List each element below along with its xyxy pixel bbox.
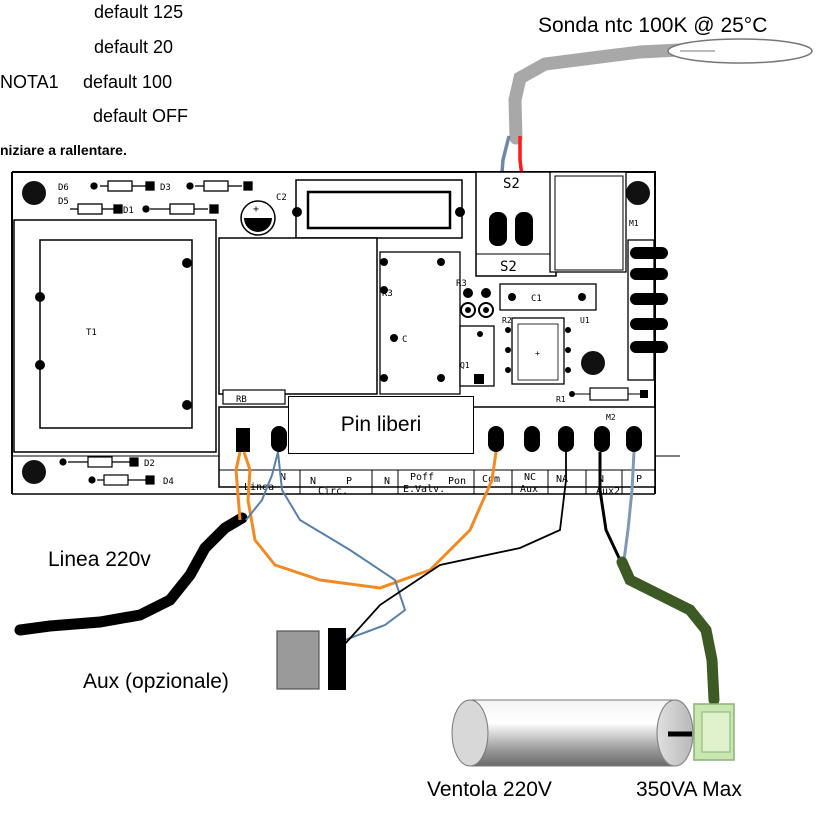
label-s2: S2 bbox=[500, 259, 517, 275]
blue-wire-fan bbox=[622, 451, 636, 561]
note-line-3-prefix: NOTA1 bbox=[0, 72, 59, 92]
transistor-q1 bbox=[459, 325, 495, 387]
label-k3: K3 bbox=[382, 289, 393, 299]
mounting-hole-tr bbox=[626, 181, 650, 205]
free-pins-label: Pin liberi bbox=[340, 413, 422, 436]
probe-cable bbox=[508, 43, 687, 145]
terminal-linea-screw bbox=[236, 428, 250, 452]
fan-power-label: 350VA Max bbox=[636, 778, 742, 801]
orange-wire-1 bbox=[234, 451, 242, 521]
term-circ: Circ. bbox=[318, 486, 348, 497]
term-aux1: Aux bbox=[520, 484, 538, 495]
free-pins-box: Pin liberi bbox=[288, 396, 474, 454]
connector-m1 bbox=[627, 239, 655, 381]
note-line-1: default 125 bbox=[94, 2, 184, 22]
black-wire-aux bbox=[334, 452, 567, 656]
term-p2: P bbox=[636, 474, 642, 485]
blue-wire-1 bbox=[245, 451, 279, 521]
label-s2-top: S2 bbox=[503, 176, 520, 192]
label-d6: D6 bbox=[58, 183, 69, 193]
label-r1: R1 bbox=[556, 395, 566, 404]
probe-label: Sonda ntc 100K @ 25°C bbox=[538, 14, 768, 37]
label-d5: D5 bbox=[58, 197, 69, 207]
line-220v-label: Linea 220v bbox=[48, 548, 151, 571]
chip-u1 bbox=[511, 317, 565, 385]
mounting-hole-tl bbox=[22, 181, 46, 205]
label-u1: U1 bbox=[580, 316, 590, 325]
term-aux2: Aux2 bbox=[596, 486, 620, 497]
relay-block bbox=[218, 237, 378, 395]
term-nc: NC bbox=[524, 472, 536, 483]
label-r3: R3 bbox=[456, 279, 467, 289]
label-r2: R2 bbox=[502, 316, 512, 325]
diodes-top bbox=[70, 180, 253, 215]
label-m1: M1 bbox=[629, 219, 639, 228]
orange-wire-2 bbox=[242, 451, 498, 590]
capacitor-c2 bbox=[240, 200, 276, 236]
note-line-5: niziare a rallentare. bbox=[0, 142, 127, 158]
aux-box bbox=[276, 630, 320, 690]
blue-wire-2 bbox=[277, 451, 407, 649]
label-c2: C2 bbox=[276, 193, 287, 203]
aux-label: Aux (opzionale) bbox=[83, 670, 229, 693]
label-d2: D2 bbox=[144, 459, 155, 469]
term-poff: Poff bbox=[410, 472, 434, 483]
term-na: NA bbox=[556, 474, 568, 485]
term-p1: P bbox=[346, 476, 352, 487]
label-d4: D4 bbox=[163, 477, 174, 487]
note-line-2: default 20 bbox=[94, 37, 174, 57]
svg-text:RB: RB bbox=[236, 395, 247, 405]
note-line-4: default OFF bbox=[93, 106, 189, 126]
black-wire-fan bbox=[598, 452, 622, 561]
label-t1: T1 bbox=[86, 328, 97, 338]
term-evalv: E.Valv. bbox=[403, 484, 445, 495]
label-c: C bbox=[402, 335, 407, 345]
probe-tip bbox=[667, 38, 813, 64]
term-n1: N bbox=[280, 472, 286, 483]
svg-text:+: + bbox=[253, 204, 259, 215]
fan-motor bbox=[451, 699, 735, 767]
label-m2: M2 bbox=[606, 413, 616, 422]
fan-cable-green bbox=[616, 556, 720, 706]
note-line-3: default 100 bbox=[83, 72, 173, 92]
label-d3: D3 bbox=[160, 183, 171, 193]
label-d1: D1 bbox=[123, 206, 134, 216]
relay-k3 bbox=[379, 251, 461, 395]
term-n2: N bbox=[310, 476, 316, 487]
mounting-hole-bl bbox=[22, 460, 46, 484]
label-c1: C1 bbox=[531, 294, 542, 304]
resistor-r1 bbox=[589, 387, 629, 401]
term-linea: Linea bbox=[244, 482, 274, 493]
terminal-screws bbox=[271, 426, 642, 452]
label-q1: Q1 bbox=[460, 361, 470, 370]
svg-text:+: + bbox=[535, 349, 540, 358]
mounting-hole-mr bbox=[581, 351, 605, 375]
term-pon: Pon bbox=[448, 476, 466, 487]
term-n3: N bbox=[384, 476, 390, 487]
transformer-t1 bbox=[13, 219, 217, 453]
fan-label: Ventola 220V bbox=[427, 778, 552, 801]
line-220v-cable bbox=[14, 512, 248, 636]
aux-bar bbox=[328, 628, 346, 690]
